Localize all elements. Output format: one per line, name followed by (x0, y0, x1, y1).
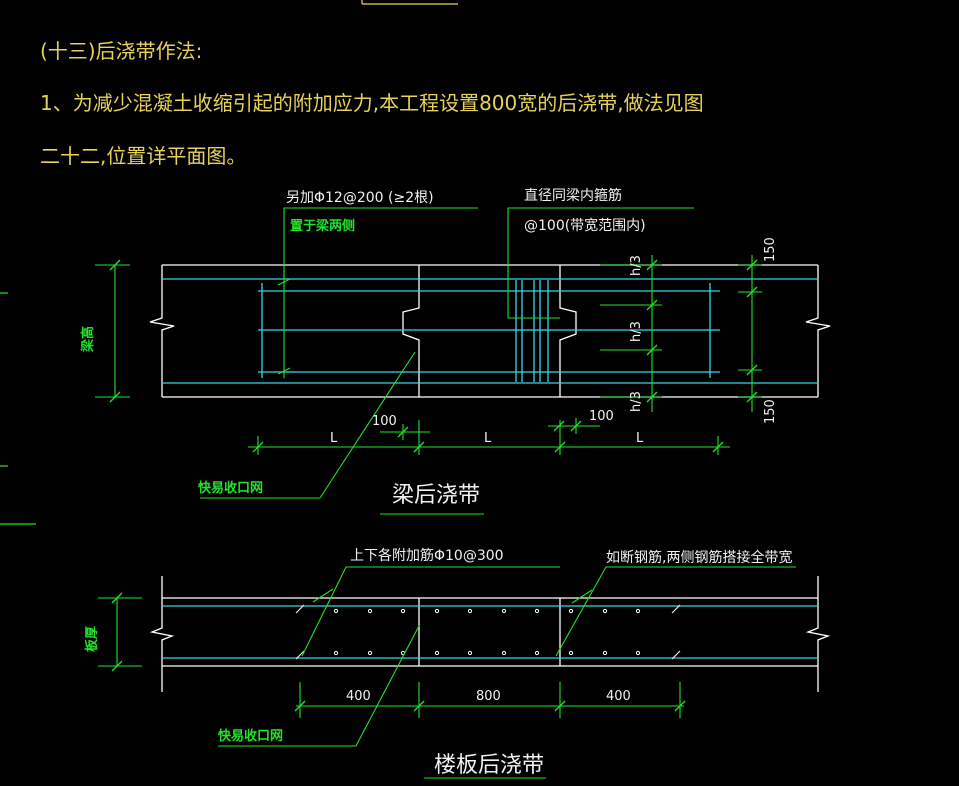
beam-dim-L-2: L (484, 431, 492, 446)
slab-dim-400-right: 400 (606, 689, 631, 704)
slab-bar-ends (295, 604, 681, 660)
beam-extra-bar-label: 另加Φ12@200 (≥2根) (286, 190, 434, 206)
beam-height-label: 梁高 (80, 326, 96, 353)
slab-bar-dots (333, 608, 641, 656)
beam-dim-150-bottom: 150 (763, 399, 778, 424)
slab-cut-note-label: 如断钢筋,两侧钢筋搭接全带宽 (606, 549, 792, 566)
notes-line-2: 二十二,位置详平面图。 (40, 144, 246, 168)
slab-outline (149, 576, 831, 692)
beam-dim-150-top: 150 (763, 237, 778, 262)
notes-line-1: 1、为减少混凝土收缩引起的附加应力,本工程设置800宽的后浇带,做法见图 (40, 91, 704, 115)
beam-dim-L-3: L (636, 431, 644, 446)
beam-mesh-label: 快易收口网 (198, 480, 263, 496)
beam-rebars (162, 278, 818, 384)
notes-heading: (十三)后浇带作法: (40, 39, 202, 63)
beam-dim-100-left: 100 (372, 414, 397, 429)
beam-detail: 另加Φ12@200 (≥2根) 置于梁两侧 直径同梁内箍筋 @100(带宽范围内… (80, 187, 831, 515)
slab-dim-ticks (111, 592, 686, 712)
beam-title: 梁后浇带 (392, 483, 480, 508)
slab-rebars (162, 605, 818, 659)
beam-leaders (95, 207, 762, 515)
slab-title: 楼板后浇带 (434, 753, 544, 778)
beam-outline (149, 264, 831, 398)
slab-detail: 上下各附加筋Φ10@300 如断钢筋,两侧钢筋搭接全带宽 板厚 快易收口网 40… (84, 547, 831, 779)
beam-dim-h3-top: h/3 (629, 255, 644, 276)
left-edge-fragments (0, 292, 36, 525)
beam-extra-bar-side-label: 置于梁两侧 (290, 218, 355, 234)
slab-extra-bar-label: 上下各附加筋Φ10@300 (350, 547, 504, 564)
beam-dim-ticks (109, 259, 758, 453)
slab-dim-400-left: 400 (346, 689, 371, 704)
beam-stirrup-spacing-label: @100(带宽范围内) (524, 217, 646, 234)
edge-fragments (361, 0, 458, 5)
beam-dim-h3-mid: h/3 (629, 321, 644, 342)
slab-leaders (98, 566, 796, 779)
slab-thickness-label: 板厚 (84, 626, 100, 652)
slab-mesh-label: 快易收口网 (218, 728, 283, 744)
beam-stirrup-label: 直径同梁内箍筋 (524, 187, 622, 204)
slab-dim-800: 800 (476, 689, 501, 704)
beam-dim-L-1: L (330, 431, 338, 446)
beam-dim-100-right: 100 (589, 409, 614, 424)
beam-dim-h3-bottom: h/3 (629, 391, 644, 412)
